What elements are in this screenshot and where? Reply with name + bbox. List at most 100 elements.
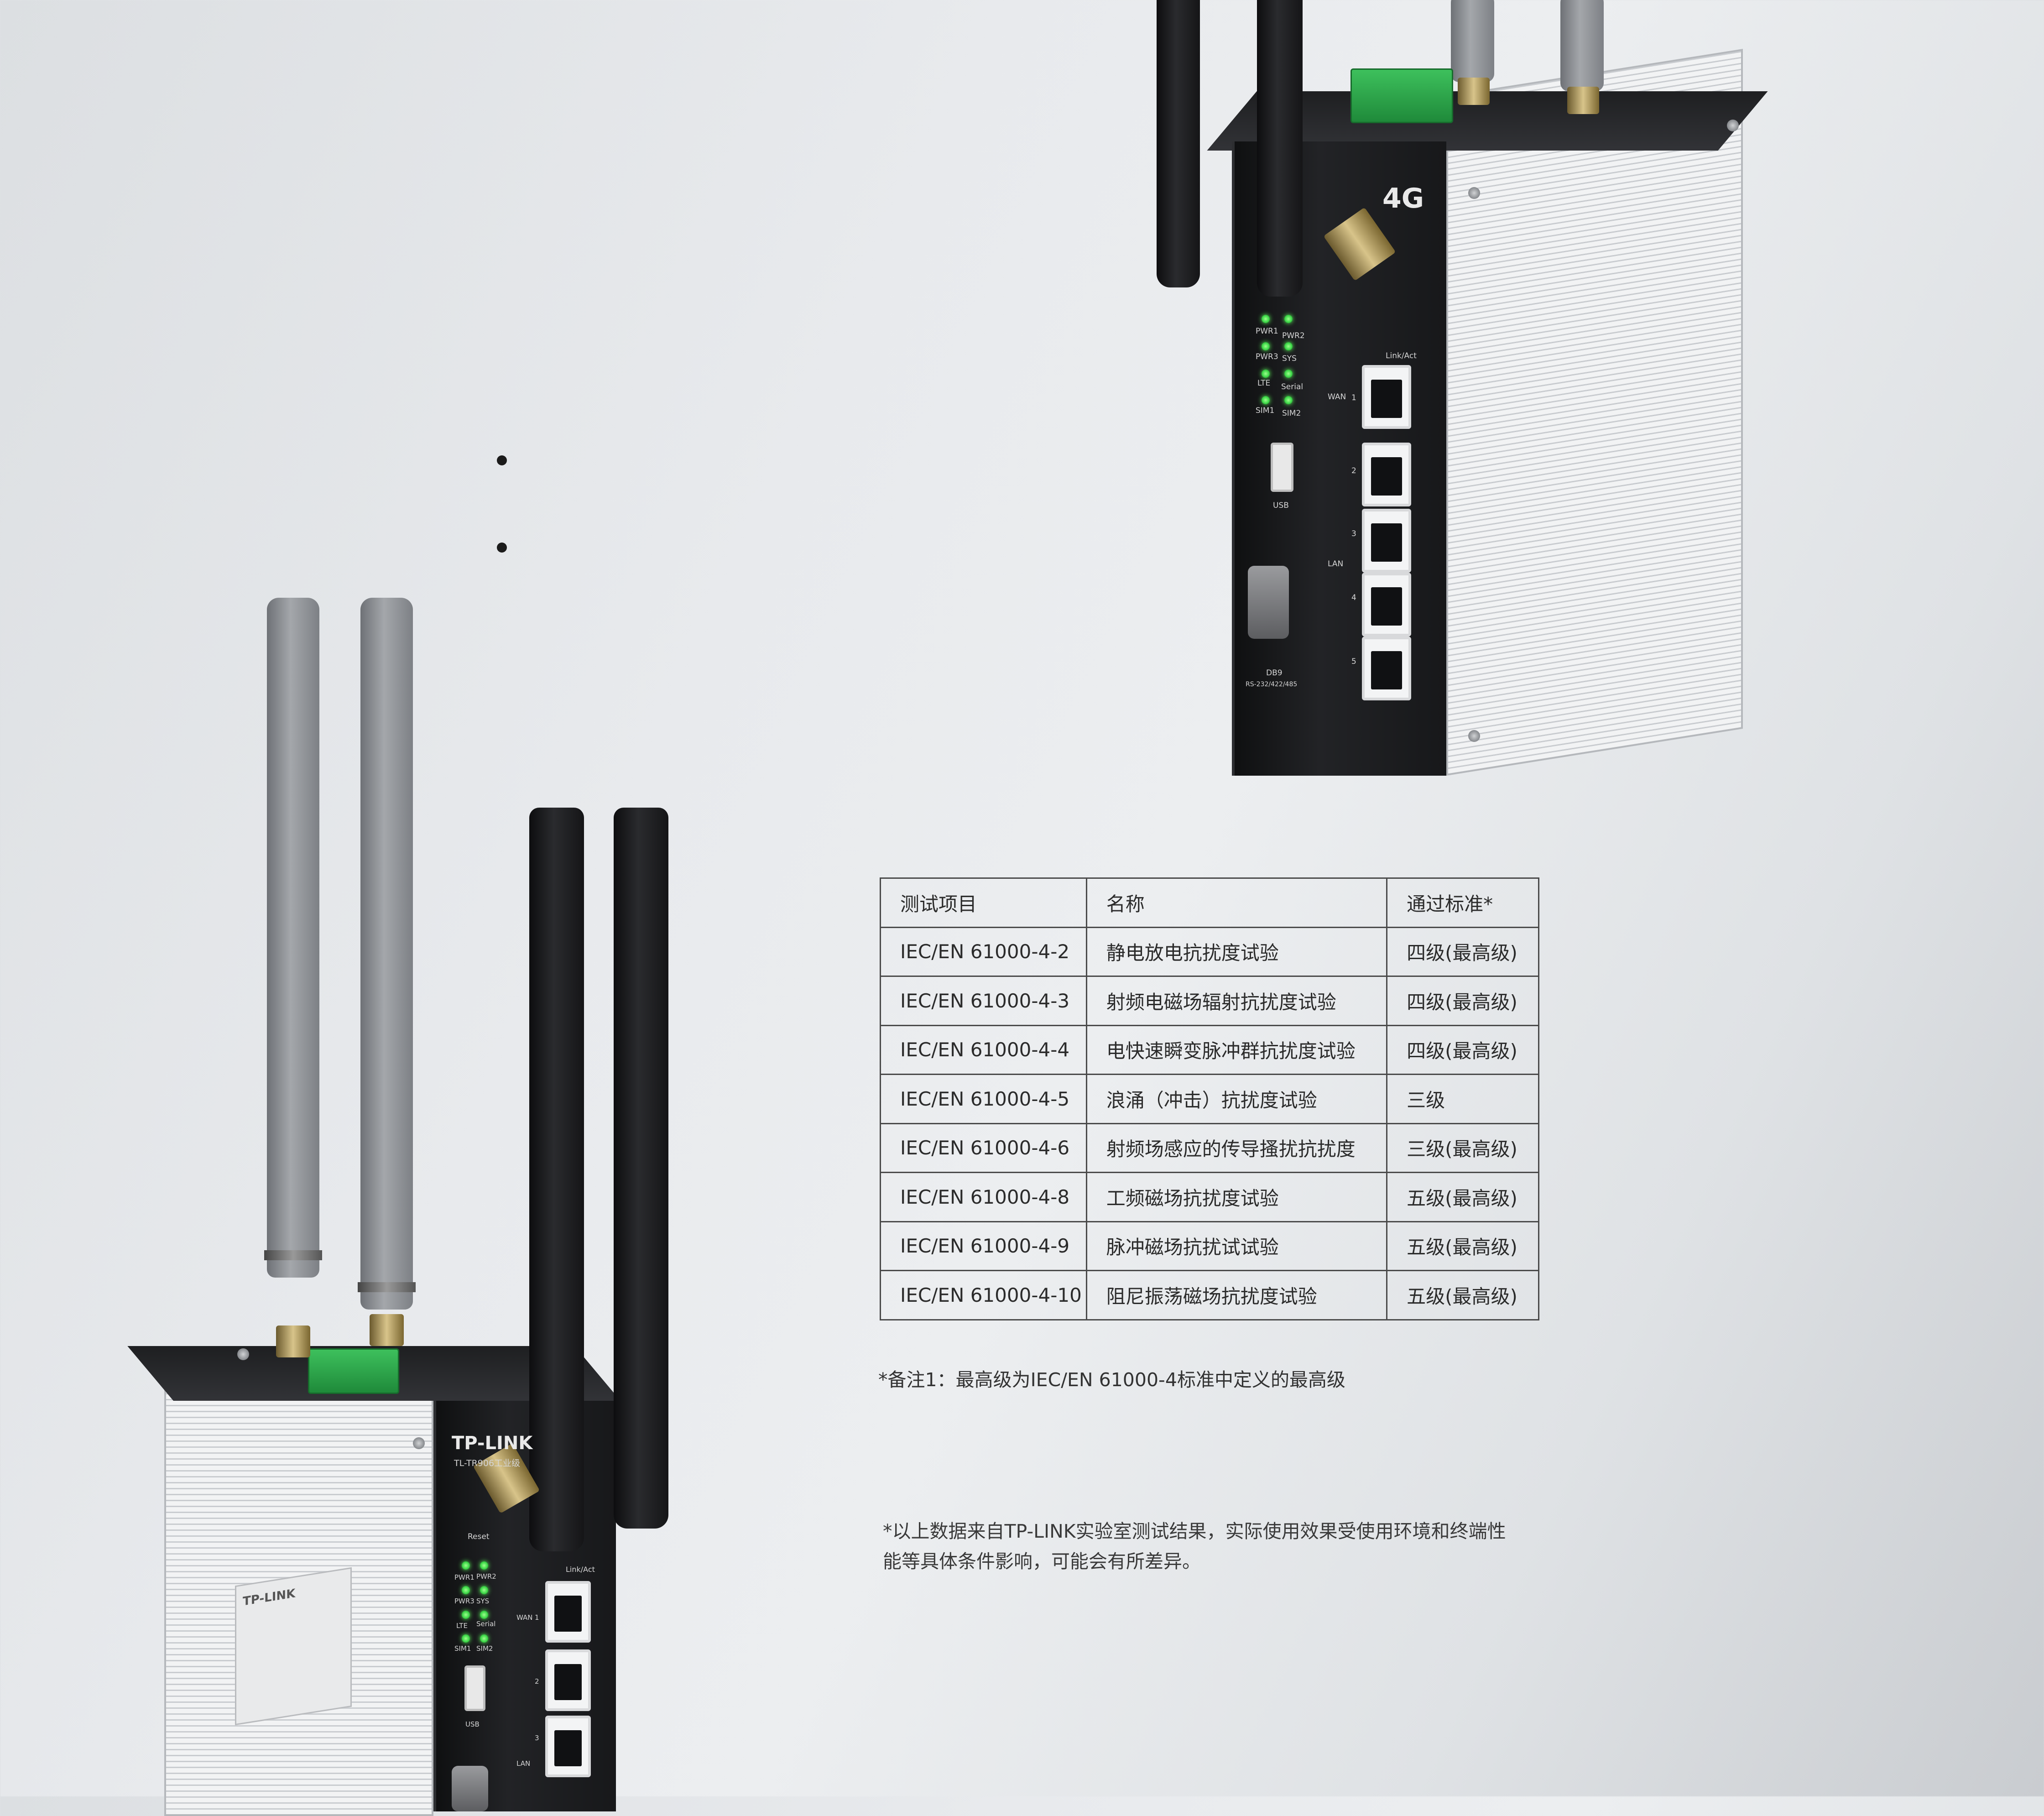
table-header-cell: 名称 xyxy=(1085,877,1388,928)
device-top-housing-side xyxy=(1446,49,1743,776)
antenna-black xyxy=(1157,0,1200,287)
test-item-cell: IEC/EN 61000-4-5 xyxy=(880,1074,1087,1124)
antenna-black xyxy=(614,808,668,1529)
lan-port-number: 3 xyxy=(535,1734,539,1742)
led-indicator xyxy=(1284,342,1293,350)
wan-port xyxy=(545,1581,591,1643)
led-label: SIM1 xyxy=(454,1644,471,1653)
led-label: SYS xyxy=(1282,354,1297,363)
pass-level-cell: 五级(最高级) xyxy=(1386,1270,1539,1320)
led-label: PWR1 xyxy=(1256,327,1278,336)
disclaimer-line-1: *以上数据来自TP-LINK实验室测试结果，实际使用效果受使用环境和终端性 xyxy=(883,1520,1506,1542)
led-indicator xyxy=(1284,315,1293,323)
lan-port xyxy=(1362,509,1411,573)
antenna-grey xyxy=(1560,0,1604,91)
led-indicator xyxy=(462,1611,470,1619)
bullet-dot-2 xyxy=(497,543,507,553)
led-indicator xyxy=(480,1634,488,1643)
wan-label: WAN xyxy=(516,1613,533,1622)
led-label: Serial xyxy=(1281,382,1304,391)
led-label: SYS xyxy=(476,1597,490,1605)
test-name-cell: 阻尼振荡磁场抗扰度试验 xyxy=(1085,1270,1388,1320)
table-header-cell: 通过标准* xyxy=(1386,877,1539,928)
table-row: IEC/EN 61000-4-8 工频磁场抗扰度试验 五级(最高级) xyxy=(880,1172,1539,1222)
usb-port xyxy=(464,1665,485,1711)
antenna-grey xyxy=(358,598,416,1310)
pass-level-cell: 四级(最高级) xyxy=(1386,926,1539,977)
serial-port xyxy=(452,1766,488,1811)
led-label: SIM2 xyxy=(476,1644,493,1653)
led-indicator xyxy=(1262,396,1270,404)
table-row: IEC/EN 61000-4-5 浪涌（冲击）抗扰度试验 三级 xyxy=(880,1074,1539,1124)
table-row: IEC/EN 61000-4-2 静电放电抗扰度试验 四级(最高级) xyxy=(880,926,1539,977)
emc-test-table: 测试项目 名称 通过标准* IEC/EN 61000-4-2 静电放电抗扰度试验… xyxy=(880,877,1539,1320)
test-item-cell: IEC/EN 61000-4-10 xyxy=(880,1270,1087,1320)
usb-label: USB xyxy=(465,1720,480,1728)
led-indicator xyxy=(462,1634,470,1643)
antenna-grey xyxy=(264,598,322,1278)
test-name-cell: 工频磁场抗扰度试验 xyxy=(1085,1172,1388,1222)
wan-port xyxy=(1362,365,1411,429)
led-label: PWR3 xyxy=(1256,352,1278,361)
screw xyxy=(413,1437,425,1449)
port-header-label: Link/Act xyxy=(1386,351,1417,360)
lan-port xyxy=(1362,637,1411,700)
model-label: TL-TR906工业级 xyxy=(454,1458,521,1468)
lan-label: LAN xyxy=(516,1759,531,1768)
lan-port-number: 2 xyxy=(1351,466,1356,475)
test-item-cell: IEC/EN 61000-4-4 xyxy=(880,1024,1087,1075)
led-indicator xyxy=(480,1611,488,1619)
led-indicator xyxy=(480,1586,488,1594)
wan-label: WAN xyxy=(1328,392,1346,402)
serial-label: DB9 xyxy=(1266,668,1283,678)
side-product-label: TP-LINK xyxy=(235,1567,352,1726)
lan-label: LAN xyxy=(1328,559,1344,569)
lan-port-number: 2 xyxy=(535,1677,539,1686)
led-label: PWR2 xyxy=(476,1572,496,1581)
table-footnote: *备注1：最高级为IEC/EN 61000-4标准中定义的最高级 xyxy=(878,1369,1345,1391)
table-row: IEC/EN 61000-4-4 电快速瞬变脉冲群抗扰度试验 四级(最高级) xyxy=(880,1024,1539,1075)
power-terminal-block xyxy=(308,1348,399,1394)
led-indicator xyxy=(480,1561,488,1570)
lan-port xyxy=(545,1649,591,1711)
antenna-black xyxy=(1257,0,1303,297)
antenna-connector xyxy=(1567,87,1599,114)
bullet-dot-1 xyxy=(497,455,507,465)
port-header-label: Link/Act xyxy=(566,1565,595,1574)
table-row: IEC/EN 61000-4-10 阻尼振荡磁场抗扰度试验 五级(最高级) xyxy=(880,1270,1539,1320)
led-label: LTE xyxy=(1257,379,1271,388)
side-label-brand: TP-LINK xyxy=(243,1586,296,1609)
table-header-cell: 测试项目 xyxy=(880,877,1087,928)
network-badge: 4G xyxy=(1382,183,1424,214)
pass-level-cell: 四级(最高级) xyxy=(1386,1024,1539,1075)
pass-level-cell: 四级(最高级) xyxy=(1386,976,1539,1026)
wan-port-number: 1 xyxy=(535,1613,539,1622)
test-name-cell: 射频电磁场辐射抗扰度试验 xyxy=(1085,976,1388,1026)
antenna-connector xyxy=(1458,78,1490,105)
lan-port xyxy=(1362,443,1411,506)
lan-port xyxy=(1362,573,1411,637)
antenna-black xyxy=(529,808,584,1551)
antenna-connector xyxy=(370,1314,404,1346)
reset-label: Reset xyxy=(468,1532,490,1541)
lan-port xyxy=(545,1716,591,1777)
table-header-row: 测试项目 名称 通过标准* xyxy=(880,877,1539,928)
led-indicator xyxy=(1284,396,1293,404)
wan-port-number: 1 xyxy=(1351,393,1356,402)
table-row: IEC/EN 61000-4-9 脉冲磁场抗扰试试验 五级(最高级) xyxy=(880,1221,1539,1271)
screw xyxy=(1468,187,1480,199)
pass-level-cell: 五级(最高级) xyxy=(1386,1221,1539,1271)
serial-sublabel: RS-232/422/485 xyxy=(1246,681,1298,688)
brand-logo: TP-LINK xyxy=(452,1433,533,1454)
screw xyxy=(237,1348,249,1360)
disclaimer-line-2: 能等具体条件影响，可能会有所差异。 xyxy=(883,1550,1201,1572)
power-terminal-block xyxy=(1350,68,1453,123)
lan-port-number: 3 xyxy=(1351,529,1356,538)
led-indicator xyxy=(462,1586,470,1594)
test-name-cell: 脉冲磁场抗扰试试验 xyxy=(1085,1221,1388,1271)
led-indicator xyxy=(1284,370,1293,378)
test-item-cell: IEC/EN 61000-4-6 xyxy=(880,1122,1087,1173)
test-item-cell: IEC/EN 61000-4-3 xyxy=(880,976,1087,1026)
usb-port xyxy=(1271,443,1293,492)
serial-port xyxy=(1248,566,1289,639)
